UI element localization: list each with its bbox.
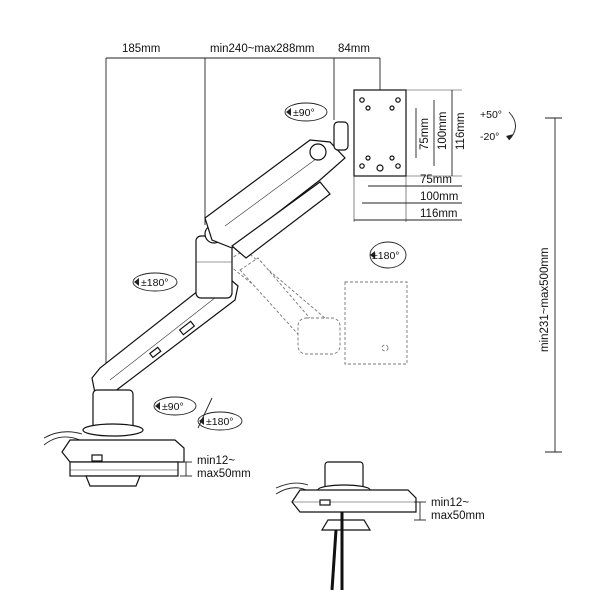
rotation-base-swivel xyxy=(153,396,197,416)
base-swivel-label: ±90° xyxy=(162,401,184,413)
grommet-dim-line2: max50mm xyxy=(431,510,485,522)
grommet-thickness-dim xyxy=(414,501,426,521)
base-rotate-label: ±180° xyxy=(206,416,233,428)
clamp-dim-line1: min12~ xyxy=(197,455,235,467)
vesa-v100: 100mm xyxy=(437,112,449,150)
dim-arm-length: min240~max288mm xyxy=(210,43,315,55)
vesa-head xyxy=(333,89,407,177)
rotation-head-swivel xyxy=(284,102,328,122)
vesa-vertical-dims xyxy=(406,89,462,177)
grommet-mount xyxy=(275,461,417,591)
clamp-thickness-dim xyxy=(180,461,192,477)
dim-84: 84mm xyxy=(338,43,370,55)
vesa-v75: 75mm xyxy=(419,118,431,150)
rotation-screen xyxy=(369,241,407,269)
tilt-arrowhead-icon xyxy=(506,134,514,140)
clamp-mount xyxy=(43,389,185,487)
tilt-up: +50° xyxy=(480,109,502,121)
head-swivel-label: ±90° xyxy=(293,107,315,119)
ghost-arm xyxy=(224,249,408,365)
screen-rotate-label: ±180° xyxy=(372,250,399,262)
vesa-h100: 100mm xyxy=(420,191,458,203)
arm-joint-label: ±180° xyxy=(141,277,168,289)
upper-arm xyxy=(204,139,346,259)
vesa-v116: 116mm xyxy=(455,113,467,151)
height-dimension-line xyxy=(545,117,562,453)
top-dimension-line xyxy=(105,57,381,372)
vesa-h116: 116mm xyxy=(420,208,458,220)
height-range-label: min231~max500mm xyxy=(539,247,551,352)
rotation-arm-joint xyxy=(132,272,178,292)
vesa-horizontal-dims xyxy=(353,176,462,222)
dim-185: 185mm xyxy=(122,43,160,55)
vesa-h75: 75mm xyxy=(420,174,452,186)
tilt-down: -20° xyxy=(480,131,499,143)
rotation-base xyxy=(197,411,243,431)
clamp-dim-line2: max50mm xyxy=(197,468,251,480)
rotation-divider xyxy=(197,397,213,429)
grommet-dim-line1: min12~ xyxy=(431,497,469,509)
